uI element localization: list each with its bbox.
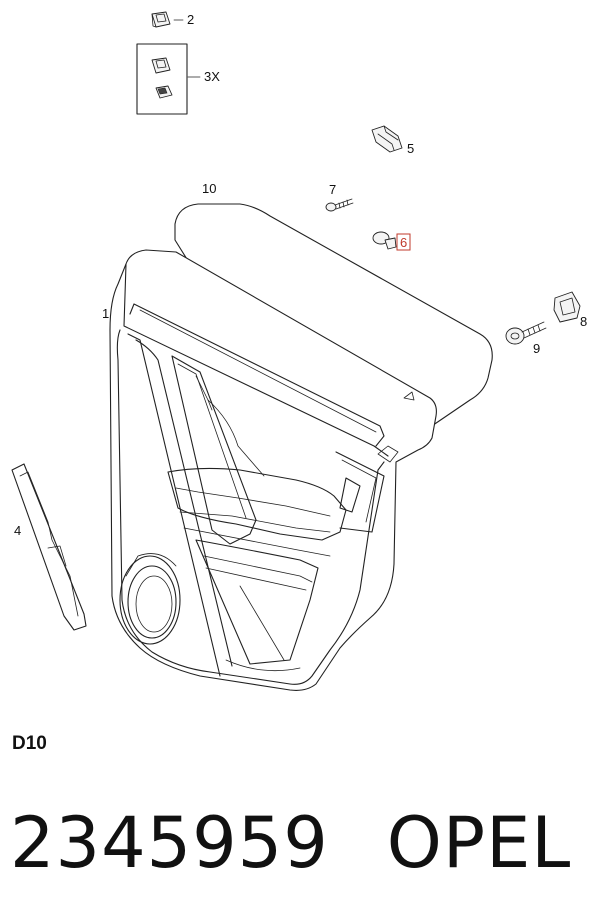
part-5-bracket[interactable]	[371, 125, 403, 153]
callout-8: 8	[580, 314, 587, 329]
part-3-clip-set[interactable]	[136, 43, 188, 115]
part-8-clip-nut[interactable]	[553, 291, 581, 323]
parts-diagram: 2 3X 5 7 6 8 9	[11, 11, 587, 691]
callout-7: 7	[329, 182, 336, 197]
callout-6: 6	[400, 235, 407, 250]
part-2-clip[interactable]	[151, 11, 171, 28]
callout-6-highlight-box	[396, 233, 411, 251]
part-6-push-clip[interactable]	[372, 231, 397, 250]
callout-10: 10	[202, 181, 216, 196]
callout-1: 1	[102, 306, 109, 321]
brand-name: OPEL	[386, 802, 572, 884]
callout-9: 9	[533, 341, 540, 356]
callout-5: 5	[407, 141, 414, 156]
part-number: 2345959	[10, 802, 329, 884]
callout-3: 3X	[204, 69, 220, 84]
section-code: D10	[12, 733, 47, 754]
part-4-trim-strip[interactable]	[11, 463, 87, 631]
callout-4: 4	[14, 523, 21, 538]
part-number-line: 2345959 OPEL	[10, 802, 571, 884]
part-9-screw[interactable]	[505, 321, 547, 345]
callout-2: 2	[187, 12, 194, 27]
part-7-screw[interactable]	[325, 198, 354, 212]
part-1-door-trim-panel[interactable]	[109, 249, 437, 691]
